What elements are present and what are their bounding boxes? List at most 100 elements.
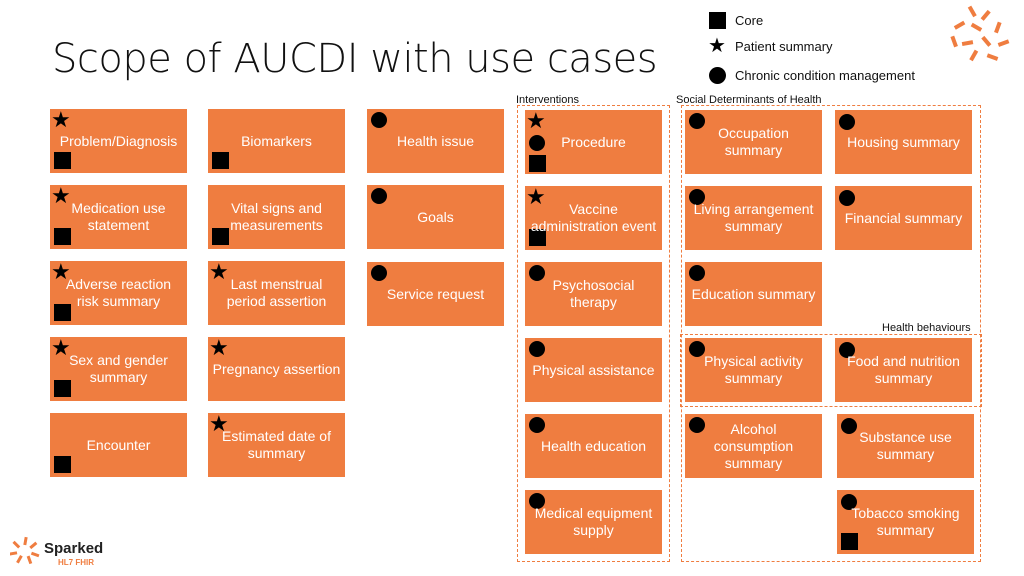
box-label: Psychosocial therapy (552, 277, 635, 310)
square-marker-icon (54, 456, 71, 473)
box-label: Goals (417, 208, 454, 225)
square-marker-icon (54, 152, 71, 169)
box-food-and-nutrition-summary: Food and nutrition summary (835, 338, 972, 402)
box-label: Health issue (396, 132, 475, 149)
star-marker-icon: ★ (51, 183, 71, 208)
star-marker-icon: ★ (708, 35, 726, 57)
logo-name: Sparked (44, 540, 104, 557)
box-medication-use-statement: ★ Medication use statement (50, 185, 187, 249)
box-label: Occupation summary (718, 125, 789, 158)
star-marker-icon: ★ (209, 259, 229, 284)
box-vital-signs: Vital signs and measurements (208, 185, 345, 249)
box-label: Medication use statement (71, 200, 166, 233)
interventions-group-label: Interventions (516, 94, 579, 106)
star-marker-icon: ★ (51, 107, 71, 132)
legend-chronic-label: Chronic condition management (735, 67, 915, 83)
box-estimated-date: ★ Estimated date of summary (208, 413, 345, 477)
circle-marker-icon (689, 113, 705, 129)
box-service-request: Service request (367, 262, 504, 326)
sparked-logo-icon (10, 536, 40, 565)
box-problem-diagnosis: ★ Problem/Diagnosis (50, 109, 187, 173)
box-label: Physical activity summary (704, 353, 803, 386)
legend-patient-summary-label: Patient summary (735, 38, 833, 54)
circle-marker-icon (371, 112, 387, 128)
box-label: Physical assistance (532, 361, 655, 378)
circle-marker-icon (689, 189, 705, 205)
circle-marker-icon (529, 341, 545, 357)
box-housing-summary: Housing summary (835, 110, 972, 174)
box-label: Adverse reaction risk summary (65, 276, 172, 309)
box-financial-summary: Financial summary (835, 186, 972, 250)
box-label: Food and nutrition summary (847, 353, 960, 386)
box-label: Encounter (86, 436, 151, 453)
star-marker-icon: ★ (209, 411, 229, 436)
interventions-group (517, 105, 670, 562)
circle-marker-icon (529, 135, 545, 151)
box-medical-equipment-supply: Medical equipment supply (525, 490, 662, 554)
circle-marker-icon (529, 493, 545, 509)
box-label: Alcohol consumption summary (713, 420, 794, 471)
box-occupation-summary: Occupation summary (685, 110, 822, 174)
box-education-summary: Education summary (685, 262, 822, 326)
square-marker-icon (54, 304, 71, 321)
square-marker-icon (529, 155, 546, 172)
legend-core: Core (707, 10, 763, 30)
box-label: Health education (540, 437, 647, 454)
box-physical-assistance: Physical assistance (525, 338, 662, 402)
box-label: Problem/Diagnosis (59, 132, 178, 149)
box-label: Vital signs and measurements (230, 200, 323, 233)
legend-core-label: Core (735, 12, 764, 28)
decorative-dashes-icon (950, 5, 1010, 62)
box-label: Tobacco smoking summary (851, 505, 960, 538)
box-adverse-reaction-risk-summary: ★ Adverse reaction risk summary (50, 261, 187, 325)
box-alcohol-consumption-summary: Alcohol consumption summary (685, 414, 822, 478)
box-biomarkers: Biomarkers (208, 109, 345, 173)
page-title: Scope of AUCDI with use cases (52, 36, 658, 82)
circle-marker-icon (841, 494, 857, 510)
box-psychosocial-therapy: Psychosocial therapy (525, 262, 662, 326)
box-label: Vaccine administration event (530, 201, 657, 234)
health-behaviours-group-label: Health behaviours (882, 322, 971, 334)
box-pregnancy-assertion: ★ Pregnancy assertion (208, 337, 345, 401)
box-procedure: ★ Procedure (525, 110, 662, 174)
box-label: Living arrangement summary (693, 201, 814, 234)
box-label: Substance use summary (859, 429, 952, 462)
circle-marker-icon (839, 190, 855, 206)
health-behaviours-group (680, 334, 982, 407)
square-marker-icon (529, 229, 546, 246)
square-marker-icon (708, 11, 726, 29)
circle-marker-icon (529, 265, 545, 281)
box-sex-and-gender-summary: ★ Sex and gender summary (50, 337, 187, 401)
box-health-education: Health education (525, 414, 662, 478)
box-label: Medical equipment supply (534, 505, 653, 538)
circle-marker-icon (371, 188, 387, 204)
box-tobacco-smoking-summary: Tobacco smoking summary (837, 490, 974, 554)
sdoh-group (681, 105, 981, 562)
circle-marker-icon (689, 265, 705, 281)
box-vaccine-administration: ★ Vaccine administration event (525, 186, 662, 250)
box-last-menstrual-period: ★ Last menstrual period assertion (208, 261, 345, 325)
star-marker-icon: ★ (526, 184, 546, 209)
box-label: Education summary (691, 285, 816, 302)
circle-marker-icon (689, 341, 705, 357)
legend-chronic: Chronic condition management (707, 65, 915, 85)
square-marker-icon (212, 152, 229, 169)
box-physical-activity-summary: Physical activity summary (685, 338, 822, 402)
legend-patient-summary: ★ Patient summary (707, 36, 833, 56)
box-label: Service request (386, 285, 485, 302)
box-label: Last menstrual period assertion (226, 276, 327, 309)
box-living-arrangement-summary: Living arrangement summary (685, 186, 822, 250)
box-label: Financial summary (844, 209, 963, 226)
star-marker-icon: ★ (51, 335, 71, 360)
square-marker-icon (841, 533, 858, 550)
box-health-issue: Health issue (367, 109, 504, 173)
star-marker-icon: ★ (209, 335, 229, 360)
box-label: Pregnancy assertion (212, 360, 341, 377)
box-label: Housing summary (847, 133, 960, 150)
circle-marker-icon (839, 114, 855, 130)
logo-subtitle: HL7 FHIR (58, 558, 94, 567)
square-marker-icon (212, 228, 229, 245)
box-label: Estimated date of summary (222, 428, 331, 461)
box-goals: Goals (367, 185, 504, 249)
circle-marker-icon (529, 417, 545, 433)
